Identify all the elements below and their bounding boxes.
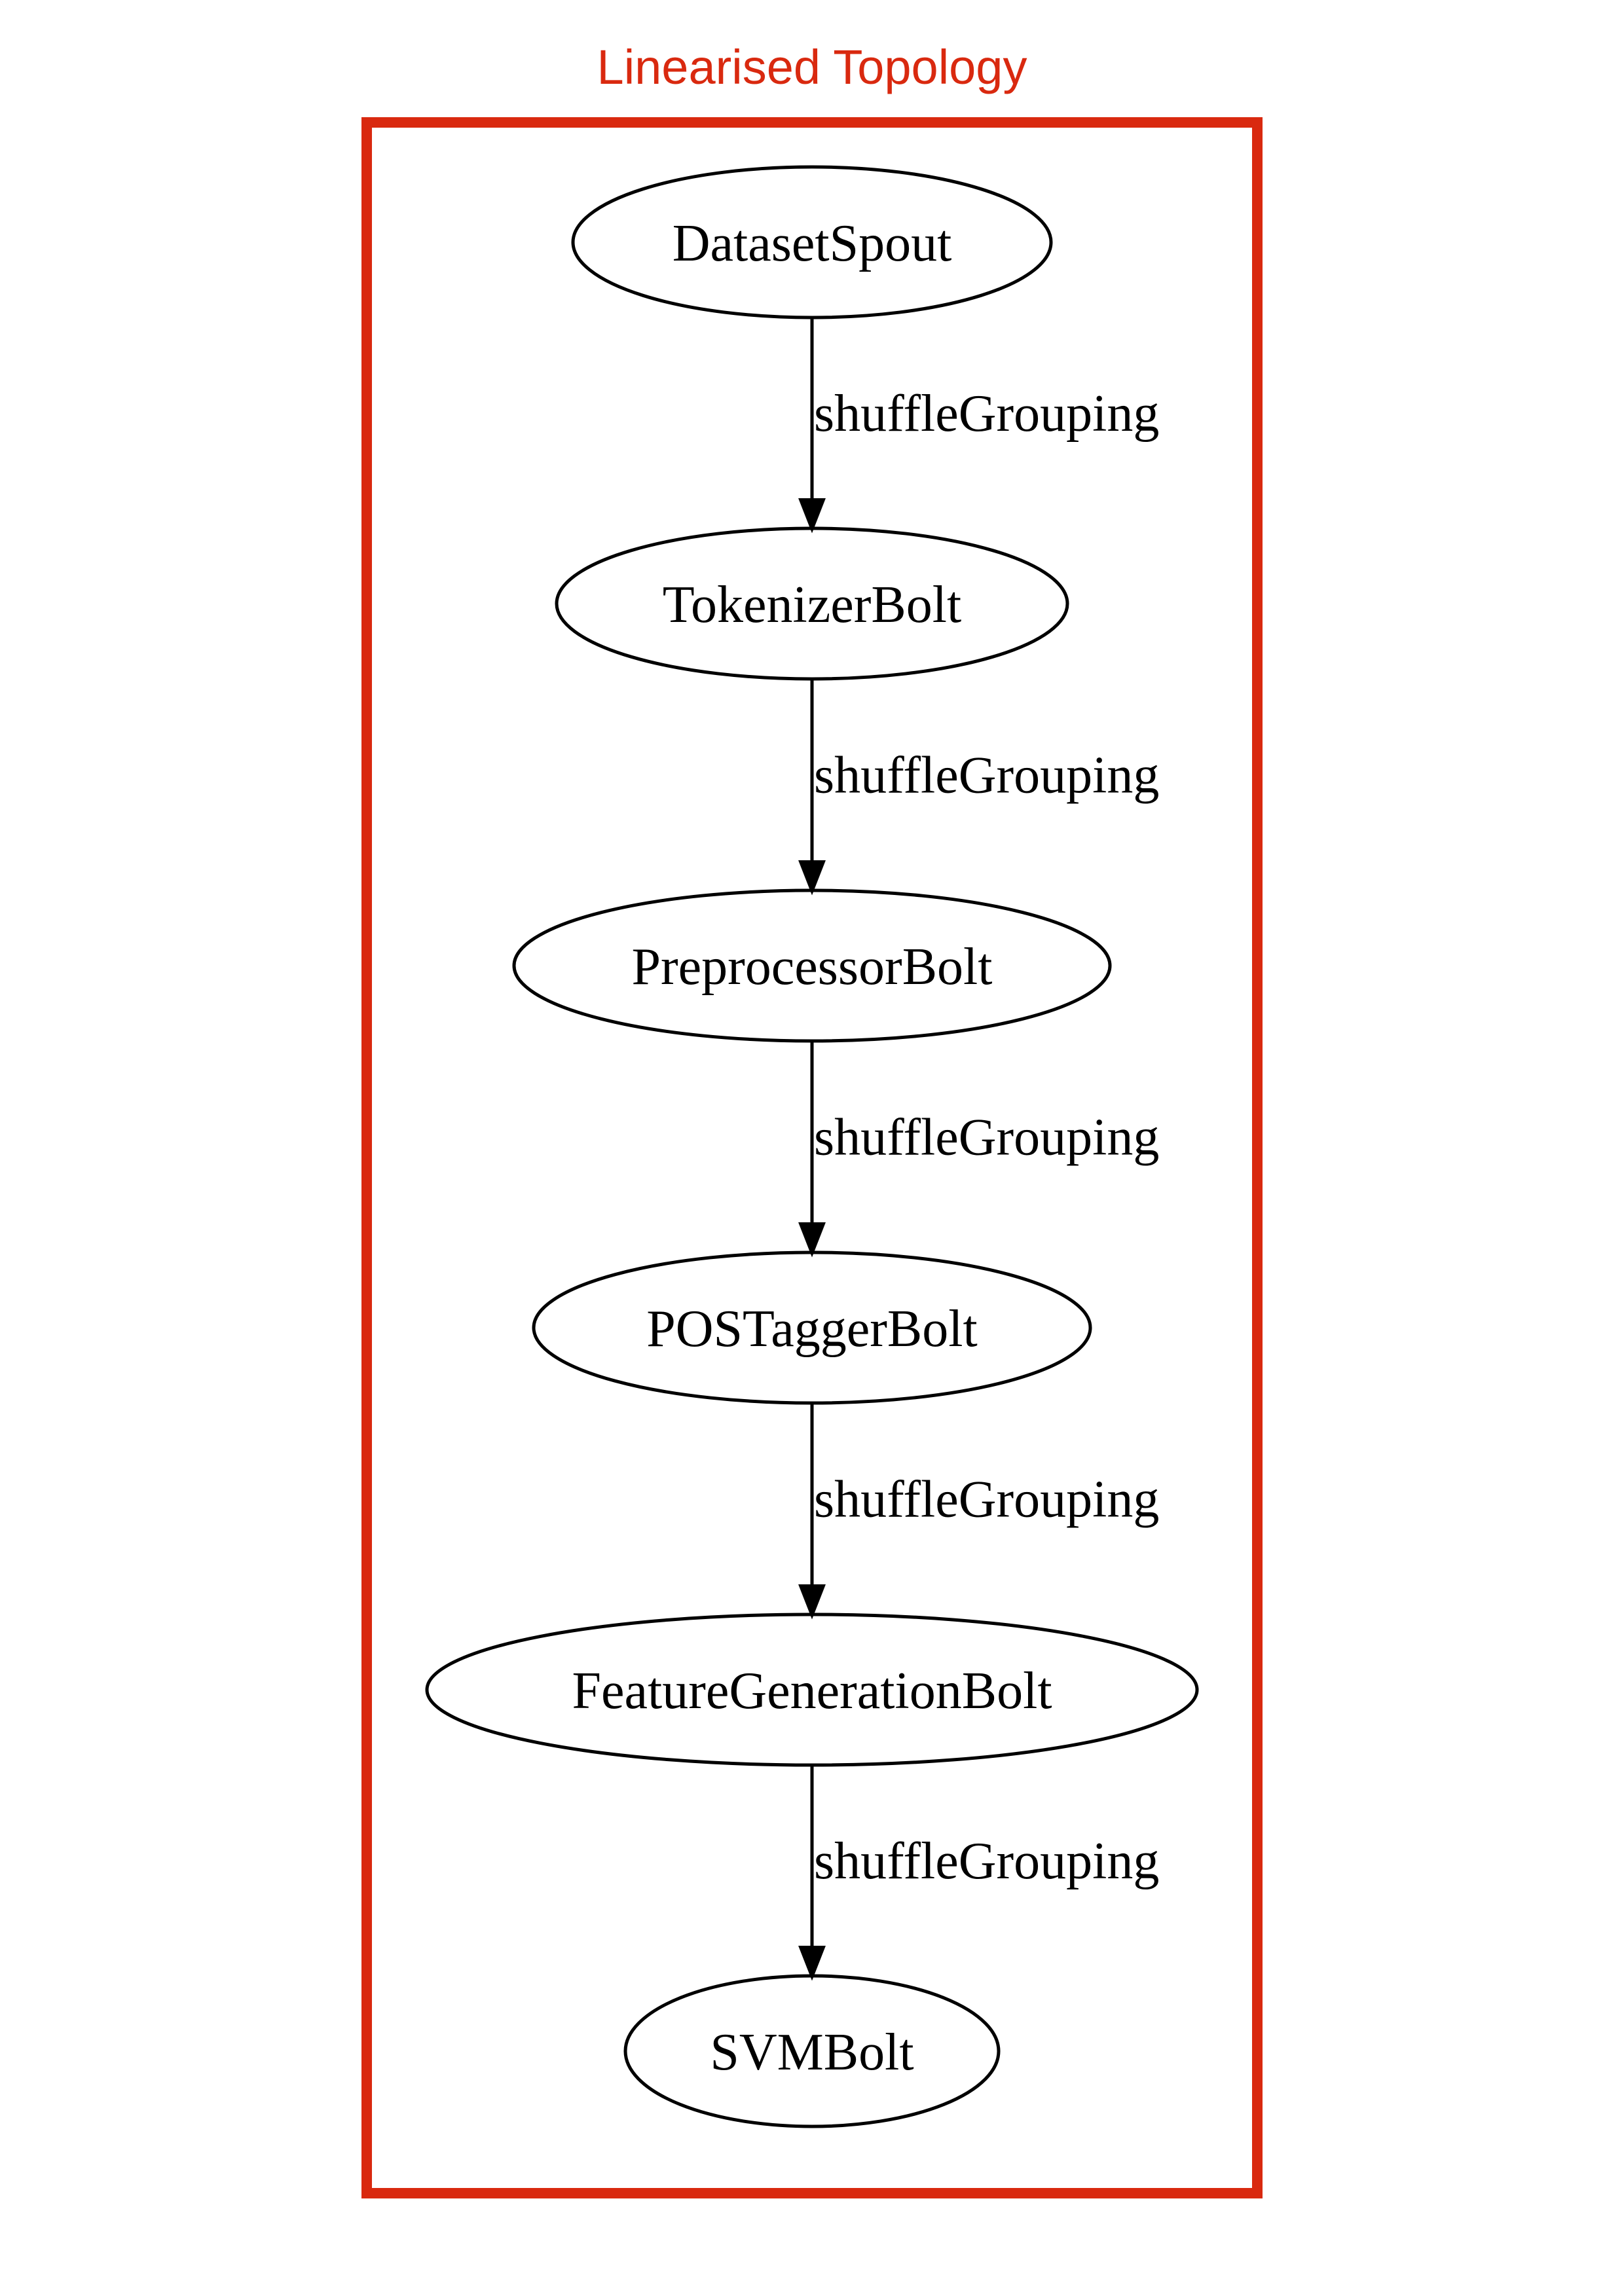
edge-label: shuffleGrouping xyxy=(814,747,1159,805)
edges-layer: shuffleGrouping shuffleGrouping shuffleGro… xyxy=(798,318,1159,1981)
node-dataset-spout: DatasetSpout xyxy=(571,165,1053,319)
node-label: POSTaggerBolt xyxy=(646,1300,978,1358)
edge: shuffleGrouping xyxy=(798,1403,1159,1620)
node-label: DatasetSpout xyxy=(673,215,952,272)
node-ellipse xyxy=(555,526,1069,681)
node-ellipse xyxy=(512,888,1112,1043)
node-label: SVMBolt xyxy=(710,2024,913,2081)
node-tokenizer-bolt: TokenizerBolt xyxy=(555,526,1069,681)
cluster-border xyxy=(361,117,1263,2198)
node-ellipse xyxy=(623,1974,1001,2128)
arrowhead-icon xyxy=(798,1584,826,1620)
node-postagger-bolt: POSTaggerBolt xyxy=(532,1250,1092,1405)
node-label: FeatureGenerationBolt xyxy=(572,1662,1052,1720)
edge-label: shuffleGrouping xyxy=(814,385,1159,443)
node-ellipse xyxy=(571,165,1053,319)
edge-label: shuffleGrouping xyxy=(814,1109,1159,1167)
node-label: TokenizerBolt xyxy=(663,576,961,634)
node-ellipse xyxy=(425,1613,1199,1767)
edge: shuffleGrouping xyxy=(798,679,1159,896)
arrowhead-icon xyxy=(798,498,826,534)
edge-label: shuffleGrouping xyxy=(814,1832,1159,1890)
node-preprocessor-bolt: PreprocessorBolt xyxy=(512,888,1112,1043)
node-ellipse xyxy=(532,1250,1092,1405)
edge: shuffleGrouping xyxy=(798,1041,1159,1258)
arrowhead-icon xyxy=(798,860,826,896)
node-label: PreprocessorBolt xyxy=(631,938,992,996)
node-feature-generation-bolt: FeatureGenerationBolt xyxy=(425,1613,1199,1767)
nodes-layer: DatasetSpoutTokenizerBoltPreprocessorBol… xyxy=(425,165,1199,2128)
arrowhead-icon xyxy=(798,1946,826,1981)
node-svmbolt: SVMBolt xyxy=(623,1974,1001,2128)
cluster-title: Linearised Topology xyxy=(597,40,1027,94)
edge: shuffleGrouping xyxy=(798,318,1159,534)
edge: shuffleGrouping xyxy=(798,1765,1159,1981)
edge-label: shuffleGrouping xyxy=(814,1471,1159,1529)
arrowhead-icon xyxy=(798,1222,826,1258)
